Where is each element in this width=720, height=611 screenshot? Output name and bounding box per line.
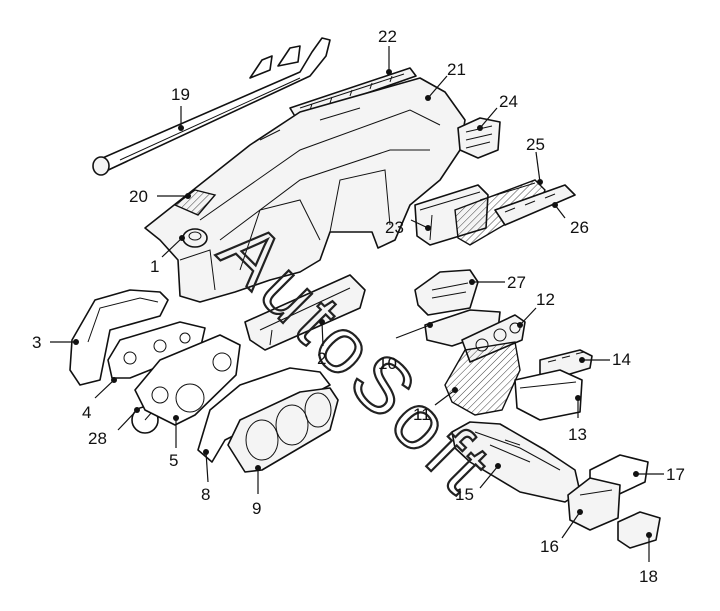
- part-3-instrument-hood: [69, 289, 169, 386]
- part-9-bezel: [227, 387, 339, 473]
- part-13-storage-box: [514, 369, 583, 421]
- callout-20: 20: [129, 187, 148, 206]
- callout-9: 9: [252, 499, 261, 518]
- part-21-dashboard-panel: [144, 77, 466, 303]
- callout-27: 27: [507, 273, 526, 292]
- callout-4: 4: [82, 403, 91, 422]
- callout-16: 16: [540, 537, 559, 556]
- callout-26: 26: [570, 218, 589, 237]
- part-19-duct: [92, 37, 331, 176]
- callout-5: 5: [169, 451, 178, 470]
- callout-13: 13: [568, 425, 587, 444]
- callout-12: 12: [536, 290, 555, 309]
- leader-lines: [50, 46, 664, 562]
- callout-23: 23: [385, 218, 404, 237]
- part-11-center-stack: [444, 341, 521, 416]
- part-5-gauge-cluster: [134, 334, 241, 426]
- callout-10: 10: [378, 354, 397, 373]
- callout-21: 21: [447, 60, 466, 79]
- callout-24: 24: [499, 92, 518, 111]
- callout-18: 18: [639, 567, 658, 586]
- part-26-trim-strip: [494, 184, 576, 226]
- part-1-speaker: [182, 228, 208, 248]
- callout-22: 22: [378, 27, 397, 46]
- part-27-center-vent: [414, 269, 479, 316]
- callout-28: 28: [88, 429, 107, 448]
- part-18-end-cap: [617, 511, 661, 549]
- part-24-side-vent: [457, 117, 501, 159]
- part-2-lower-panel: [244, 274, 366, 351]
- callout-labels: 22 21 19 24 25 20 26 1 23 27 12 10 2 3 1…: [32, 27, 685, 586]
- callout-11: 11: [413, 405, 431, 424]
- part-16-console-rear: [567, 477, 621, 531]
- callout-19: 19: [171, 85, 190, 104]
- callout-17: 17: [666, 465, 685, 484]
- callout-1: 1: [150, 257, 159, 276]
- callout-15: 15: [455, 485, 474, 504]
- callout-25: 25: [526, 135, 545, 154]
- callout-14: 14: [612, 350, 631, 369]
- callout-8: 8: [201, 485, 210, 504]
- callout-3: 3: [32, 333, 41, 352]
- callout-2: 2: [317, 349, 326, 368]
